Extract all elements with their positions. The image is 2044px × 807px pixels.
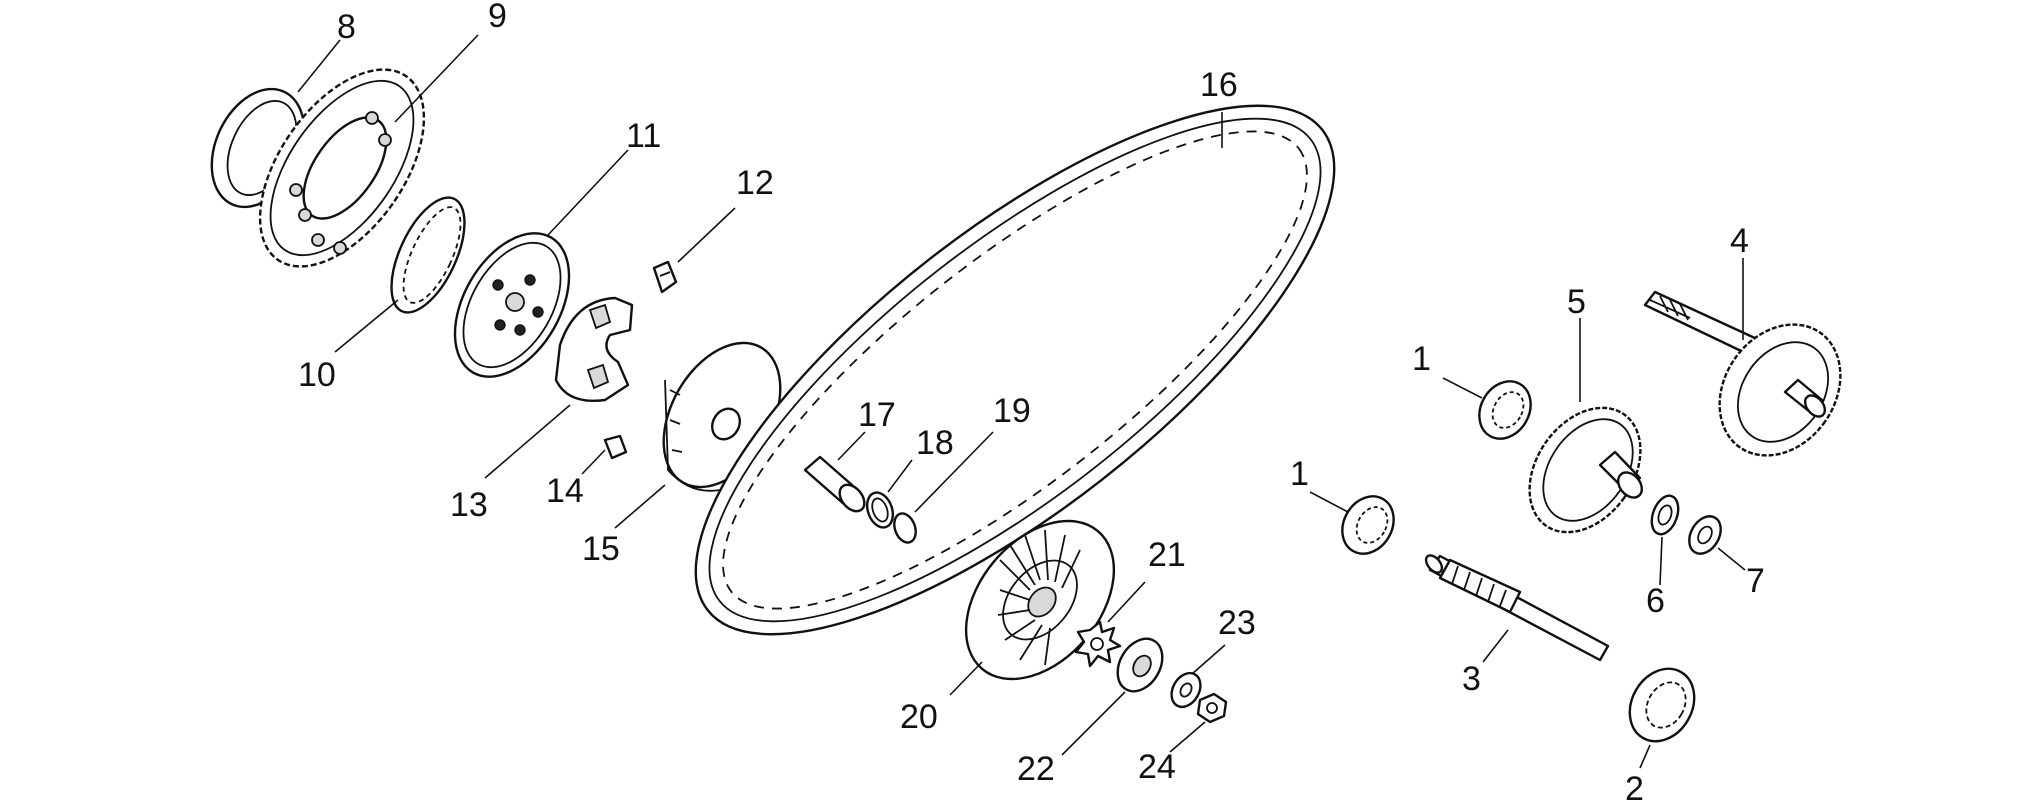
leader-8 [297,39,341,93]
part-3-drive-shaft [1424,554,1610,662]
callout-19: 19 [993,392,1031,430]
part-23-washer [1170,671,1202,709]
callout-2: 2 [1625,770,1644,807]
part-10-roller-ring [390,196,466,314]
part-13-movable-face [554,296,634,402]
part-21-spider [1074,620,1122,668]
callout-16: 16 [1200,66,1238,104]
leader-17 [837,431,866,461]
part-24-nut [1196,692,1228,724]
leader-23 [1191,644,1226,675]
leader-19 [914,431,994,513]
callout-11: 11 [626,117,661,155]
callout-22: 22 [1017,750,1055,788]
leader-15 [614,484,666,529]
callout-24: 24 [1138,748,1176,786]
callout-6: 6 [1646,582,1665,620]
callout-18: 18 [916,424,954,462]
part-11-ramp-plate [453,232,571,378]
part-9-starter-gear [258,68,426,268]
part-4-final-gear-shaft [1643,290,1842,457]
leader-lines [297,34,1746,769]
leader-13 [484,404,571,479]
leader-18 [887,459,913,493]
callout-12: 12 [736,164,774,202]
callout-4: 4 [1730,222,1749,260]
leader-21 [1107,581,1146,623]
leader-7 [1717,547,1746,571]
callout-17: 17 [858,396,896,434]
callout-1-upper: 1 [1412,340,1431,378]
part-5-intermediate-gear [1528,406,1644,534]
leader-10 [334,299,399,353]
part-18-ring [865,491,895,529]
leader-14 [581,449,606,475]
leader-3 [1482,629,1509,663]
leader-9 [394,34,479,123]
callout-9: 9 [488,0,507,35]
callout-5: 5 [1567,283,1586,321]
callout-labels: 8 9 10 11 12 13 14 15 16 17 18 19 20 21 … [298,0,1765,807]
leader-20 [949,661,983,696]
leader-22 [1061,691,1126,756]
callout-7: 7 [1746,562,1765,600]
part-6-washer [1650,494,1680,536]
part-19-o-ring [893,512,917,544]
callout-15: 15 [582,530,620,568]
callout-3: 3 [1462,660,1481,698]
callout-21: 21 [1148,536,1186,574]
part-22-hub [1116,637,1164,693]
leader-12 [677,207,736,263]
callout-10: 10 [298,356,336,394]
leader-6 [1659,536,1663,586]
callout-1-lower: 1 [1290,455,1309,493]
callout-20: 20 [900,698,938,736]
callout-13: 13 [450,486,488,524]
leader-11 [547,149,629,236]
part-1-bearing-lower [1341,495,1395,555]
callout-23: 23 [1218,604,1256,642]
part-12-slider [652,260,678,294]
part-1-bearing-upper [1478,380,1532,440]
part-2-bearing [1628,667,1696,743]
leader-1b [1309,491,1349,513]
callout-14: 14 [546,472,584,510]
leader-24 [1169,721,1206,753]
leader-2 [1639,744,1651,769]
part-14-roller [603,434,628,460]
part-17-sleeve [803,455,866,513]
leader-1a [1442,377,1483,399]
callout-8: 8 [337,8,356,46]
part-7-washer [1688,515,1722,555]
